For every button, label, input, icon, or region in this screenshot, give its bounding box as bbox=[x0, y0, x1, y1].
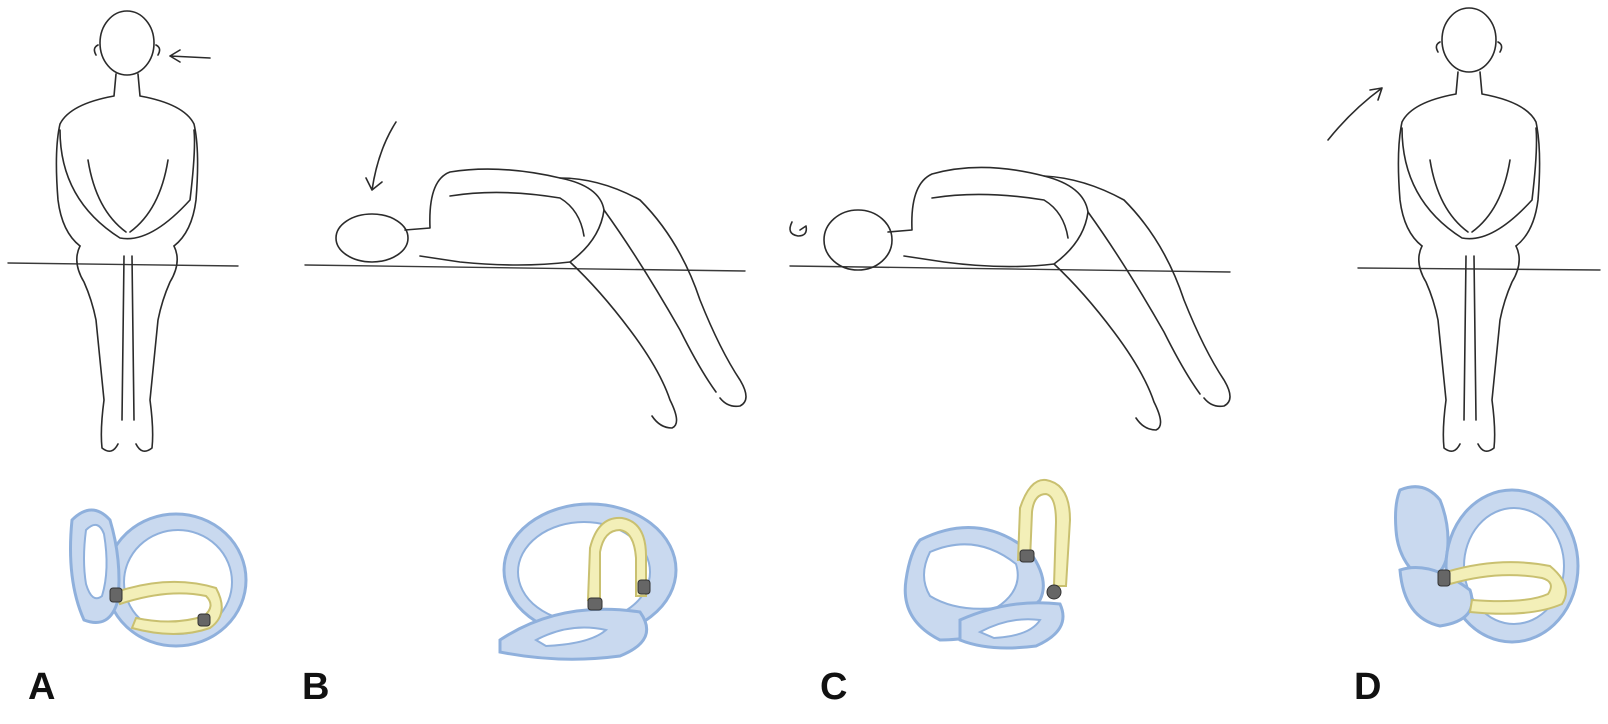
head-turn-arrow bbox=[170, 50, 210, 62]
labyrinth-d bbox=[1396, 487, 1579, 642]
panel-d-figure bbox=[1358, 8, 1600, 451]
panel-label-b: B bbox=[302, 668, 329, 706]
labyrinth-b bbox=[500, 504, 676, 659]
rotation-arrow bbox=[790, 222, 806, 236]
panel-a-figure bbox=[8, 11, 238, 451]
panel-label-c: C bbox=[820, 668, 847, 706]
panel-label-d: D bbox=[1354, 668, 1381, 706]
panel-label-a: A bbox=[28, 668, 55, 706]
panel-c-figure bbox=[790, 167, 1230, 430]
panel-b-figure bbox=[305, 169, 746, 428]
labyrinth-c bbox=[905, 480, 1070, 648]
labyrinth-a bbox=[71, 510, 247, 646]
lie-back-arrow bbox=[366, 122, 396, 190]
sit-up-arrow bbox=[1328, 88, 1382, 140]
